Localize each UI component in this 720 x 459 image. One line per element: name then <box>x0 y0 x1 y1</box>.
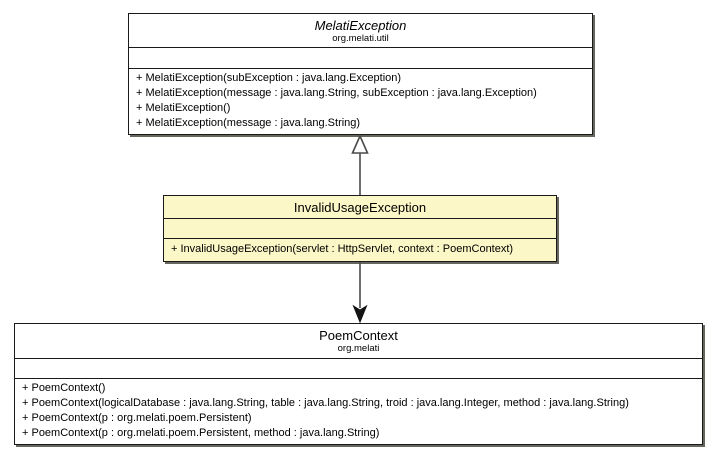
method-row: + PoemContext(logicalDatabase : java.lan… <box>22 397 629 409</box>
package-name: org.melati.util <box>332 32 389 44</box>
title-compartment: InvalidUsageException <box>164 196 556 219</box>
methods-compartment: + PoemContext() + PoemContext(logicalDat… <box>15 379 702 444</box>
association-filled-arrow-icon <box>352 304 368 324</box>
method-row: + PoemContext() <box>22 382 106 394</box>
class-box-poemcontext[interactable]: PoemContext org.melati + PoemContext() +… <box>14 323 703 445</box>
method-row: + PoemContext(p : org.melati.poem.Persis… <box>22 412 252 424</box>
methods-compartment: + InvalidUsageException(servlet : HttpSe… <box>164 239 556 261</box>
package-name: org.melati <box>337 343 380 354</box>
title-compartment: MelatiException org.melati.util <box>129 14 592 48</box>
fields-compartment <box>164 219 556 239</box>
class-name: InvalidUsageException <box>293 199 427 215</box>
class-name: PoemContext <box>319 328 398 343</box>
title-compartment: PoemContext org.melati <box>15 324 702 359</box>
class-box-melatiexception[interactable]: MelatiException org.melati.util + Melati… <box>128 13 593 135</box>
method-row: + PoemContext(p : org.melati.poem.Persis… <box>22 427 380 439</box>
fields-compartment <box>15 359 702 379</box>
generalization-hollow-triangle-icon <box>351 134 369 154</box>
method-row: + MelatiException(message : java.lang.St… <box>136 117 361 129</box>
method-row: + InvalidUsageException(servlet : HttpSe… <box>171 243 514 255</box>
method-row: + MelatiException(message : java.lang.St… <box>136 87 537 99</box>
method-row: + MelatiException(subException : java.la… <box>136 72 402 84</box>
fields-compartment <box>129 48 592 69</box>
methods-compartment: + MelatiException(subException : java.la… <box>129 69 592 134</box>
class-box-invalidusageexception[interactable]: InvalidUsageException + InvalidUsageExce… <box>163 195 557 262</box>
class-name: MelatiException <box>314 17 407 33</box>
method-row: + MelatiException() <box>136 102 231 114</box>
